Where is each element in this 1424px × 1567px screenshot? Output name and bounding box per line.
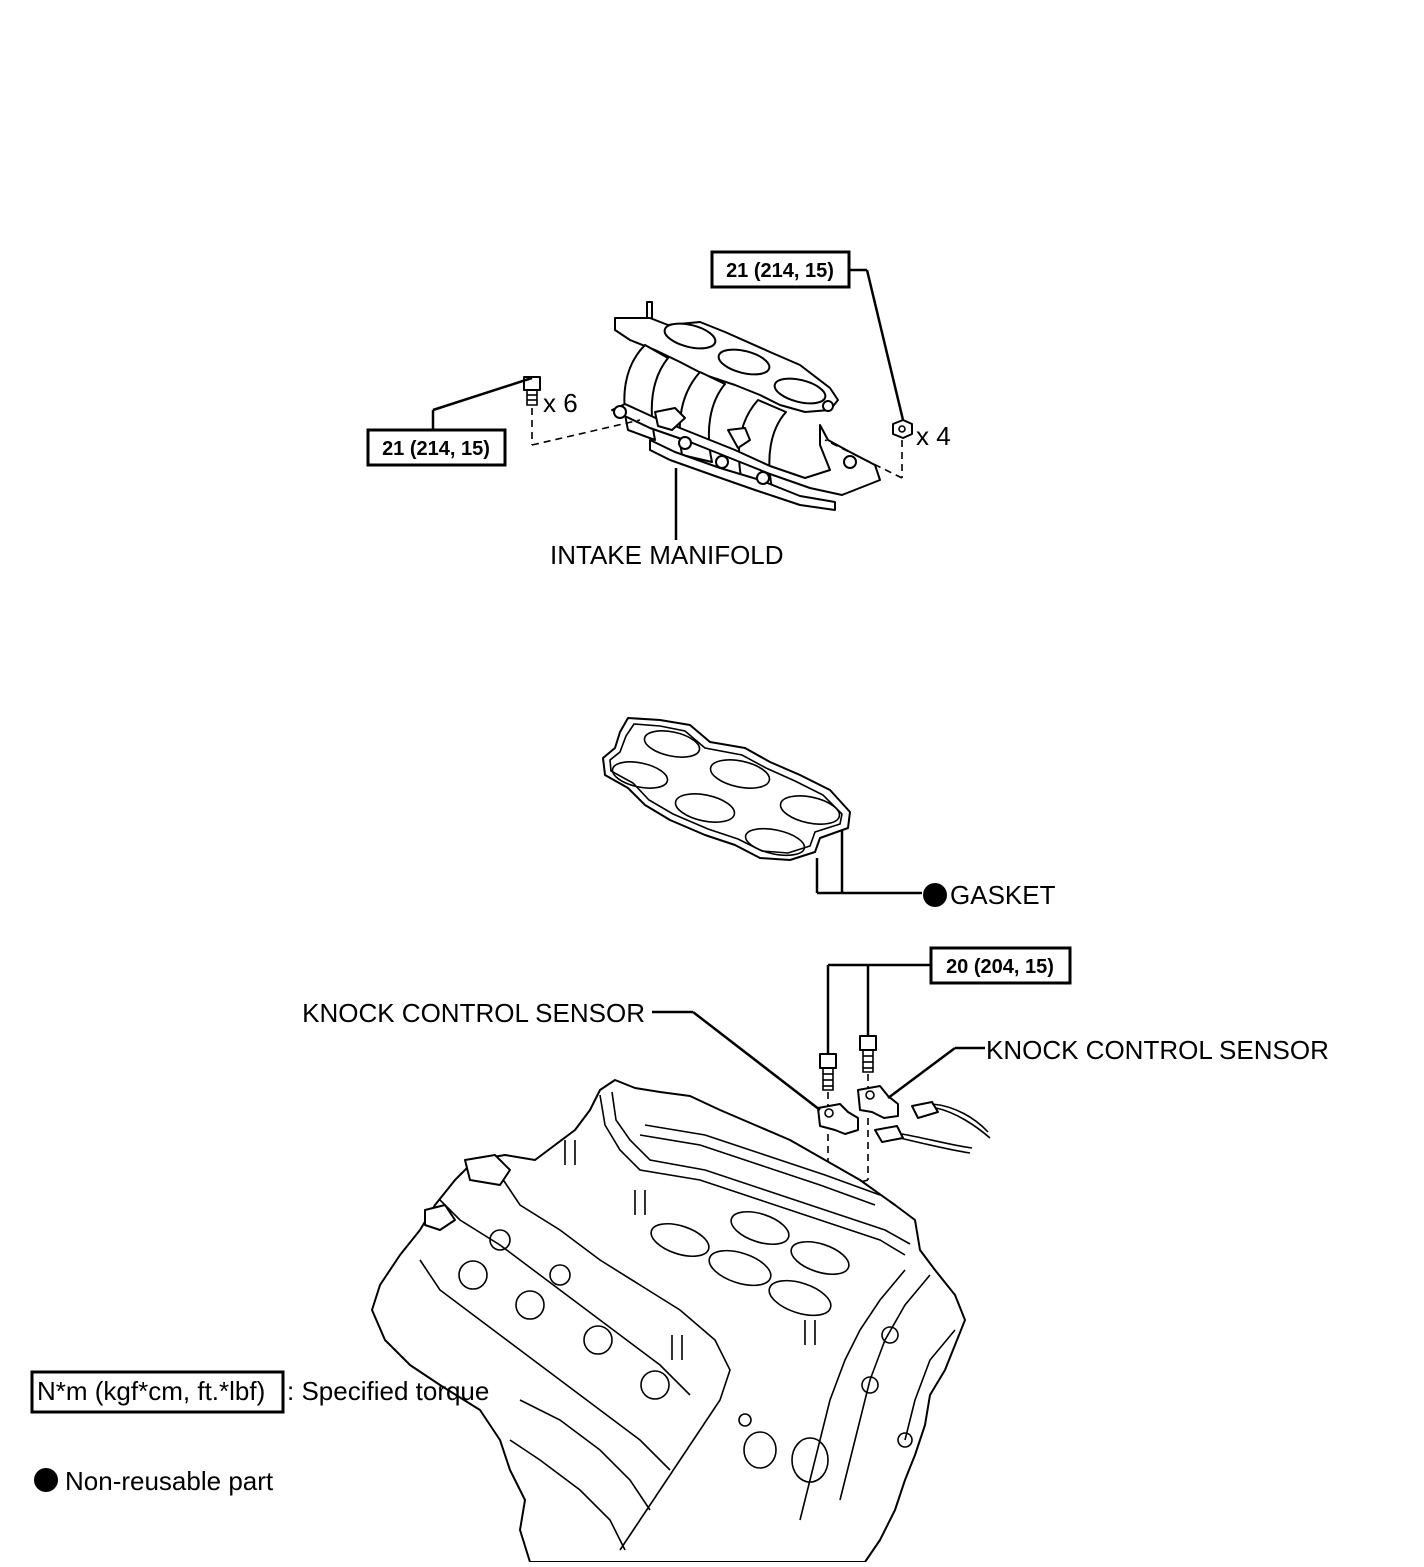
knock-sensor-right-drawing [857,1046,991,1180]
torque-box-manifold-bolt [366,428,507,467]
engine-block-drawing [371,1079,966,1563]
legend-non-reusable-dot [34,1468,58,1492]
gasket-label: GASKET [950,880,1056,910]
manifold-bolt [431,376,641,446]
legend-non-reusable: Non-reusable part [65,1466,274,1496]
legend: N*m (kgf*cm, ft.*lbf) : Specified torque… [30,1370,489,1496]
non-reusable-dot [923,883,947,907]
knock-sensor-left-drawing [652,1010,859,1170]
manifold-nut [824,268,913,479]
nut-quantity: x 4 [916,421,951,451]
intake-manifold-label: INTAKE MANIFOLD [550,540,784,570]
knock-sensor-bolts [819,963,931,1108]
legend-torque-box [30,1370,285,1414]
torque-manifold-bolt: 21 (214, 15) [382,438,490,460]
knock-sensor-right-label: KNOCK CONTROL SENSOR [986,1035,1329,1065]
torque-knock-sensor-bolt: 20 (204, 15) [946,956,1054,978]
legend-torque-desc: : Specified torque [287,1376,489,1406]
intake-manifold-drawing [611,301,881,540]
legend-torque-unit: N*m (kgf*cm, ft.*lbf) [37,1376,265,1406]
torque-box-knock-sensor [929,946,1072,985]
torque-manifold-nut: 21 (214, 15) [726,260,834,282]
bolt-quantity: x 6 [543,388,578,418]
gasket-drawing [602,717,947,907]
torque-box-manifold-nut [710,250,851,289]
knock-sensor-left-label: KNOCK CONTROL SENSOR [302,998,645,1028]
